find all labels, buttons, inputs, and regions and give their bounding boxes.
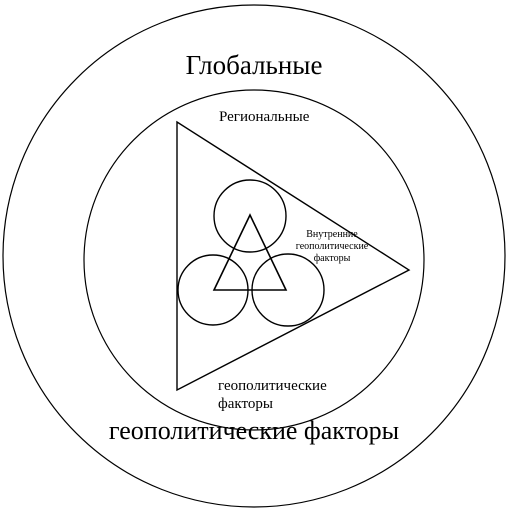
regional-label-bottom: геополитические факторы [218, 378, 327, 412]
inner-circle-regional [83, 89, 425, 431]
internal-triangle [212, 213, 288, 291]
outer-circle-global [2, 4, 506, 508]
internal-factors-label: Внутренние геополитические факторы [295, 229, 369, 264]
small-circle-top [213, 179, 287, 253]
global-label-bottom: геополитические факторы [108, 416, 400, 445]
regional-label-top: Региональные [219, 109, 310, 125]
regional-triangle [176, 120, 411, 392]
global-label-top: Глобальные [185, 50, 323, 80]
